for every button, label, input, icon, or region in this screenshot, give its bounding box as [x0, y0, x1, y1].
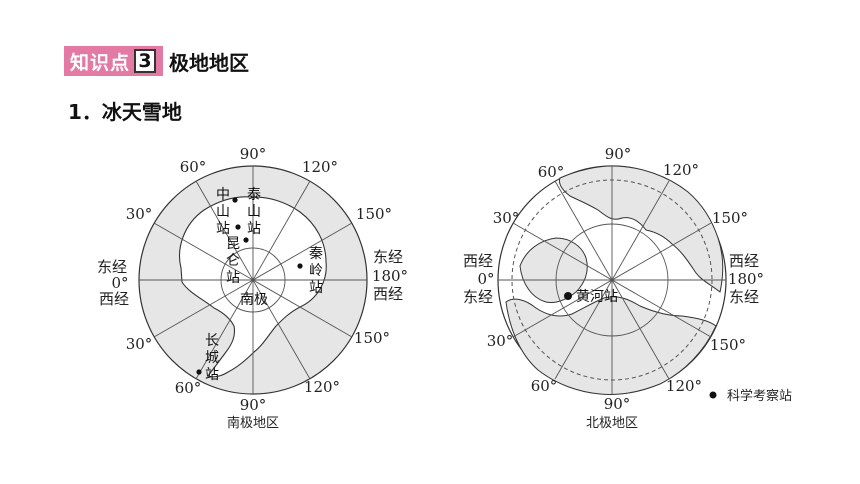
s-lon-150-bottom: 150° [354, 329, 390, 347]
station-huanghe-label: 黄河站 [576, 288, 618, 305]
n-lon-60-bottom: 60° [531, 377, 558, 395]
station-dot-changcheng [196, 369, 202, 375]
s-lon-60-bottom: 60° [175, 379, 202, 397]
station-taishan-2: 山 [247, 204, 261, 220]
north-map-caption: 北极地区 [586, 416, 638, 431]
s-lon-120-bottom: 120° [304, 378, 340, 396]
s-lon-150-top: 150° [356, 205, 392, 223]
legend-station-dot [709, 391, 717, 399]
n-lon-90-bottom: 90° [604, 395, 631, 413]
s-west-3: 西经 [99, 290, 129, 308]
section-header: 知识点 3 极地地区 [64, 46, 249, 76]
station-qinling-1: 秦 [309, 246, 323, 262]
s-west-2: 0° [111, 274, 128, 292]
n-west-2: 0° [477, 270, 494, 288]
station-changcheng-2: 城 [205, 350, 219, 366]
eurasia-landmass [559, 165, 724, 293]
station-taishan-1: 泰 [247, 187, 261, 203]
station-kunlun-3: 站 [226, 270, 240, 286]
n-lon-120-top: 120° [663, 161, 699, 179]
n-west-1: 西经 [463, 252, 493, 270]
subsection-title: 1．冰天雪地 [68, 100, 182, 124]
n-lon-30-top: 30° [493, 209, 520, 227]
n-west-3: 东经 [463, 288, 493, 306]
station-changcheng-3: 站 [205, 367, 219, 383]
n-east-2: 180° [728, 270, 764, 288]
station-kunlun-1: 昆 [226, 236, 240, 252]
s-lon-30-bottom: 30° [126, 335, 153, 353]
n-lon-150-bottom: 150° [710, 336, 746, 354]
station-changcheng-1: 长 [205, 333, 219, 349]
s-lon-90-bottom: 90° [240, 396, 267, 414]
legend-station-label: 科学考察站 [727, 388, 792, 404]
greenland-landmass [519, 237, 588, 303]
s-lon-90-top: 90° [240, 145, 267, 163]
n-lon-120-bottom: 120° [666, 377, 702, 395]
s-east-1: 东经 [373, 248, 403, 266]
knowledge-badge: 知识点 [64, 46, 133, 76]
station-dot-taishan [235, 224, 241, 230]
south-grid [139, 166, 367, 394]
s-lon-30-top: 30° [126, 205, 153, 223]
station-dot-qinling [297, 263, 303, 269]
map-legend: 科学考察站 [709, 388, 792, 404]
n-lon-60-top: 60° [538, 163, 565, 181]
station-qinling-2: 岭 [309, 263, 323, 279]
station-kunlun-2: 仑 [226, 253, 240, 269]
s-west-1: 东经 [97, 258, 127, 276]
south-polar-map: 90° 60° 120° 30° 150° 30° 150° 60° 120° … [97, 145, 408, 431]
station-taishan-3: 站 [247, 221, 261, 237]
north-polar-map: 90° 60° 120° 30° 150° 30° 150° 60° 120° … [463, 145, 764, 431]
s-lon-120-top: 120° [302, 158, 338, 176]
station-zhongshan-1: 中 [216, 187, 230, 203]
knowledge-number: 3 [134, 49, 157, 73]
station-dot-kunlun [243, 237, 249, 243]
n-lon-150-top: 150° [712, 209, 748, 227]
station-dot-zhongshan [232, 197, 238, 203]
station-dot-huanghe [564, 292, 572, 300]
knowledge-title: 极地地区 [169, 50, 250, 75]
s-east-3: 西经 [373, 285, 403, 303]
station-zhongshan-2: 山 [216, 204, 230, 220]
n-east-3: 东经 [729, 288, 759, 306]
badge-number-wrap: 3 [132, 46, 164, 76]
south-map-caption: 南极地区 [227, 415, 279, 431]
s-lon-60-top: 60° [180, 158, 207, 176]
station-zhongshan-3: 站 [216, 221, 230, 237]
n-east-1: 西经 [729, 252, 759, 270]
s-east-2: 180° [372, 267, 408, 285]
n-lon-30-bottom: 30° [487, 332, 514, 350]
station-qinling-3: 站 [309, 280, 323, 296]
north-grid [498, 166, 726, 394]
south-pole-label: 南极 [240, 292, 268, 308]
n-lon-90-top: 90° [605, 145, 632, 163]
